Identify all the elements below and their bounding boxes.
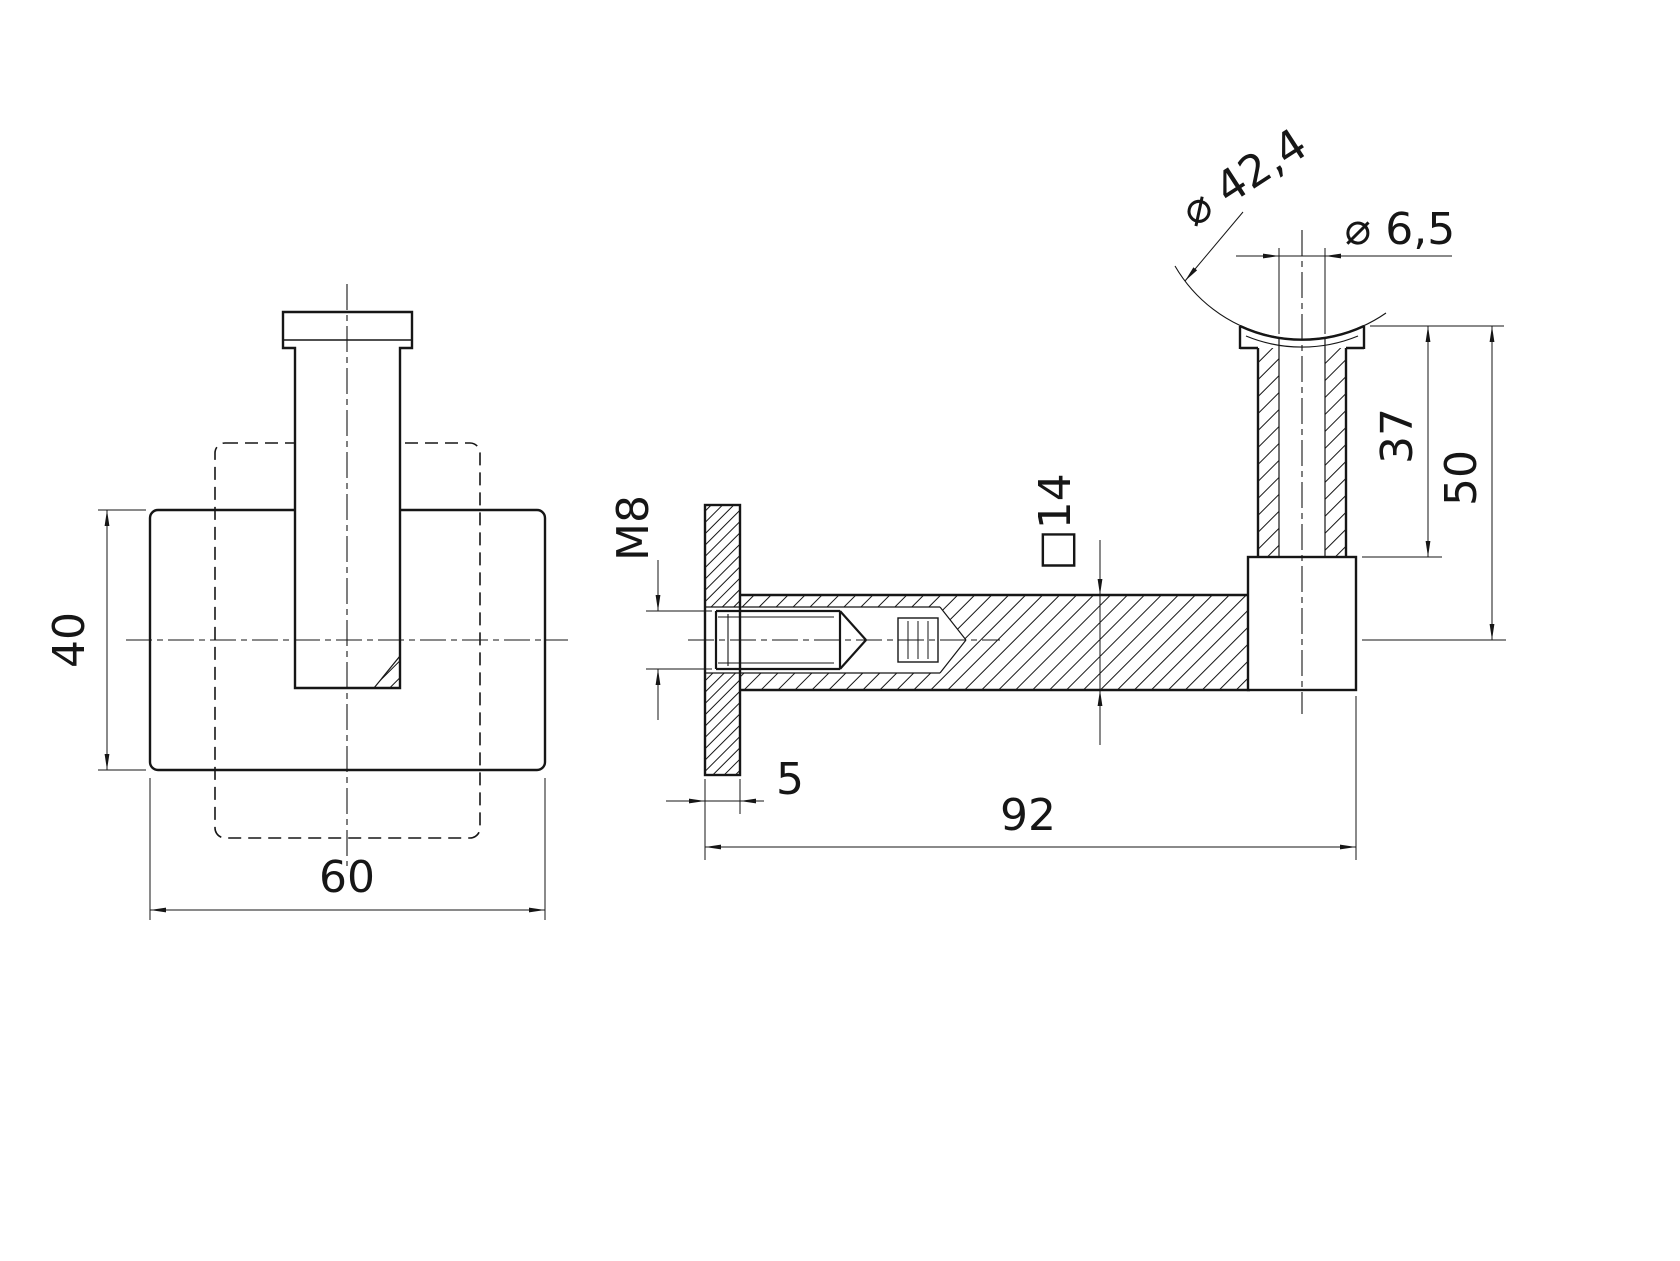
dimension-handrail: ⌀ 42,4 bbox=[1172, 119, 1316, 282]
wall-plate-section bbox=[703, 503, 742, 777]
dim-60-label: 60 bbox=[319, 852, 375, 903]
dim-hole-label: ⌀ 6,5 bbox=[1345, 204, 1455, 255]
post-section bbox=[1256, 339, 1348, 557]
front-view bbox=[126, 284, 568, 866]
dimension-height-overall: 50 bbox=[1362, 326, 1506, 641]
dimension-plate-height: 40 bbox=[44, 509, 146, 771]
handrail-arc bbox=[1174, 265, 1387, 340]
dimension-plate-width: 60 bbox=[149, 778, 546, 920]
dimension-square-bar: □14 bbox=[1030, 473, 1103, 745]
dimension-screw-hole: ⌀ 6,5 bbox=[1236, 204, 1455, 334]
dimension-height-shoulder: 37 bbox=[1362, 325, 1504, 558]
dimensions: 40 60 M8 5 92 bbox=[44, 119, 1506, 920]
dim-92-label: 92 bbox=[1000, 790, 1056, 841]
dim-5-label: 5 bbox=[776, 754, 804, 805]
side-view bbox=[688, 230, 1387, 777]
dim-14-label: □14 bbox=[1030, 473, 1081, 571]
dim-37-label: 37 bbox=[1372, 408, 1423, 464]
bracket-arm-section bbox=[740, 593, 1250, 692]
post-section-detail bbox=[372, 654, 401, 689]
dimension-plate-thickness: 5 bbox=[666, 754, 804, 814]
dim-40-label: 40 bbox=[44, 612, 95, 668]
dim-handrail-label: ⌀ 42,4 bbox=[1172, 119, 1316, 237]
dim-m8-label: M8 bbox=[608, 495, 659, 561]
dimension-thread: M8 bbox=[608, 495, 712, 720]
dimension-reach: 92 bbox=[704, 696, 1357, 860]
dim-50-label: 50 bbox=[1436, 450, 1487, 506]
